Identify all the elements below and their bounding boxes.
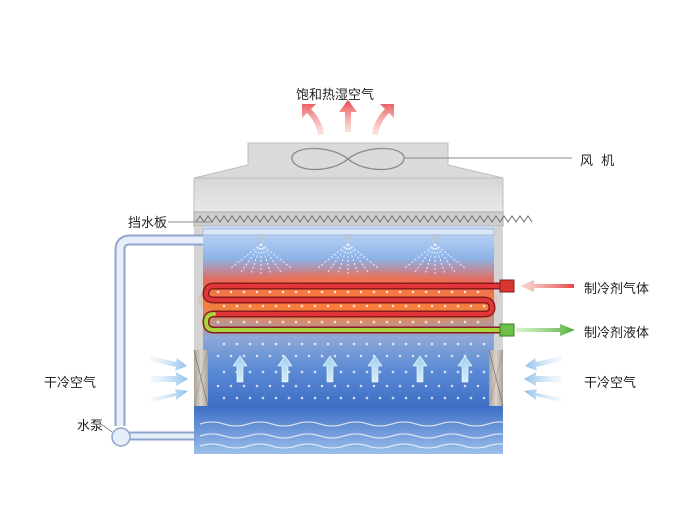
fan-hood	[193, 142, 504, 213]
dry-air-arrows-right	[524, 356, 562, 402]
fan-label: 风 机	[580, 154, 615, 169]
water-basin	[194, 406, 503, 454]
refrigerant-liquid-arrow	[516, 324, 575, 336]
dry-air-arrows-left	[150, 356, 188, 402]
refrigerant-liquid-label: 制冷剂液体	[584, 326, 650, 341]
dry-cold-air-left-label: 干冷空气	[44, 376, 97, 391]
spray-header	[202, 228, 495, 242]
dry-cold-air-right-label: 干冷空气	[584, 376, 637, 391]
casing-right	[494, 226, 503, 454]
refrigerant-liquid-outlet	[499, 323, 515, 337]
casing-left	[194, 226, 203, 454]
basin-waves	[199, 421, 513, 449]
spray-nozzles	[230, 243, 466, 276]
water-pump-icon	[111, 427, 131, 447]
exhaust-air-label: 饱和热湿空气	[296, 88, 375, 103]
internal-airflow-arrows	[232, 355, 473, 383]
fan-icon	[291, 147, 405, 171]
recirculation-pipe	[114, 234, 203, 441]
air-inlet-louver-right	[488, 349, 504, 407]
refrigerant-coil	[202, 282, 506, 334]
water-pump-leader-line	[100, 423, 113, 433]
refrigerant-gas-arrow	[520, 280, 574, 292]
exhaust-arrows	[302, 100, 394, 135]
drift-eliminator	[193, 211, 533, 227]
air-inlet-louver-left	[193, 349, 209, 407]
refrigerant-gas-label: 制冷剂气体	[584, 282, 650, 297]
drift-eliminator-label: 挡水板	[128, 216, 168, 231]
refrigerant-gas-inlet	[499, 279, 515, 293]
water-pump-label: 水泵	[77, 419, 104, 434]
